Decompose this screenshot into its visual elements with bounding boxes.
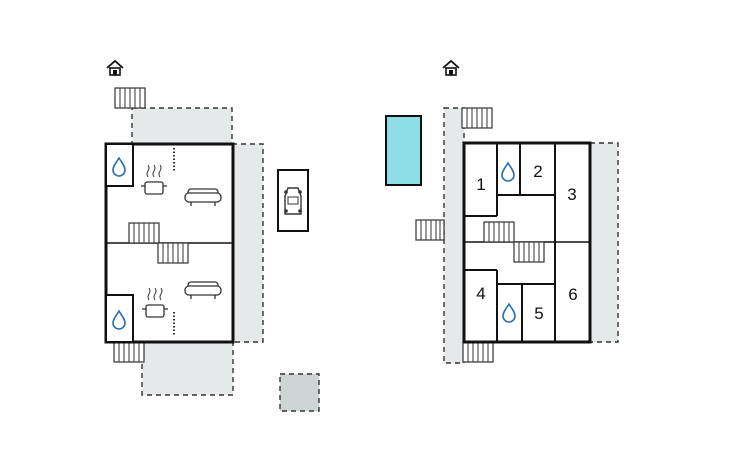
room-number-4: 4 xyxy=(476,284,485,303)
terrace-right xyxy=(231,143,264,343)
car-icon xyxy=(277,169,309,232)
left-floor-plan xyxy=(104,60,320,412)
room-number-5: 5 xyxy=(534,304,543,323)
terrace-right xyxy=(589,142,619,343)
house-icon xyxy=(106,60,124,76)
house-icon xyxy=(442,60,460,76)
stairs-icon xyxy=(461,107,493,129)
stairs-icon xyxy=(128,222,160,244)
stairs-icon xyxy=(483,221,515,243)
room-number-2: 2 xyxy=(533,162,542,181)
pool xyxy=(385,115,422,186)
stairs-icon xyxy=(114,87,146,109)
terrace-bottom xyxy=(141,341,234,396)
right-floor-plan: 1 2 3 4 5 6 xyxy=(385,60,619,364)
room-number-3: 3 xyxy=(567,185,576,204)
stairs-icon xyxy=(113,341,145,363)
stairs-icon xyxy=(157,242,189,264)
terrace-top xyxy=(131,107,233,145)
stairs-icon xyxy=(513,241,545,263)
room-number-6: 6 xyxy=(568,285,577,304)
stairs-icon xyxy=(462,341,494,363)
parking-area xyxy=(279,373,320,412)
terrace-left xyxy=(443,107,465,364)
stairs-icon xyxy=(415,219,445,241)
room-number-1: 1 xyxy=(476,175,485,194)
